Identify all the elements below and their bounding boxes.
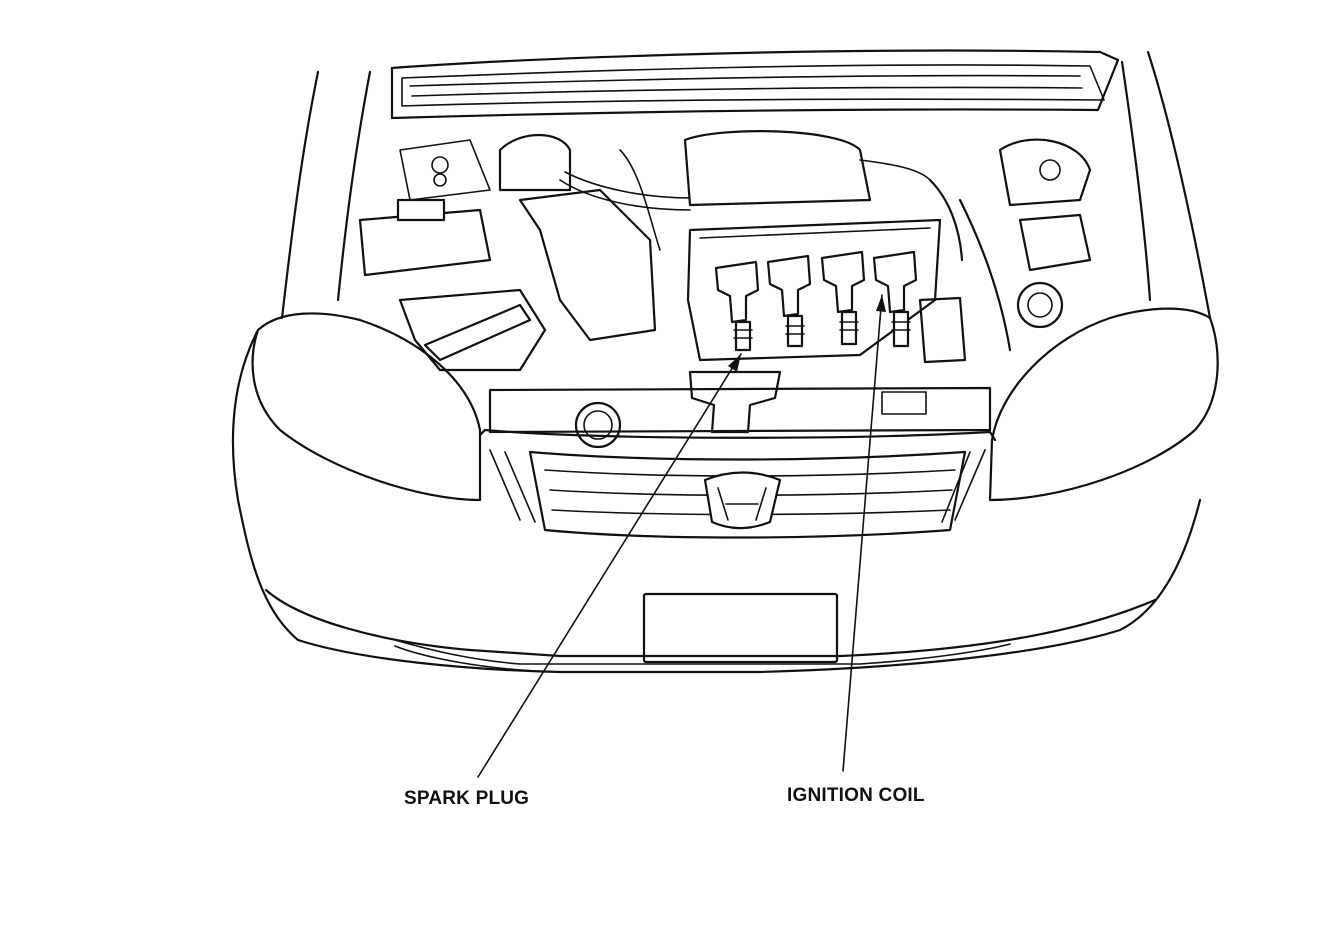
- ignition-coil-arrowhead: [876, 295, 886, 312]
- license-plate: [642, 592, 839, 664]
- hoses: [559, 149, 931, 251]
- raised-hood: [390, 49, 1120, 120]
- left-headlight: [251, 312, 482, 502]
- spark-plug-arrowhead: [728, 354, 741, 372]
- honda-emblem: [703, 471, 782, 530]
- spark-plug-label: SPARK PLUG: [404, 788, 530, 809]
- leader-lines: [477, 294, 886, 778]
- ignition-coil-3: [820, 250, 866, 346]
- ignition-coils: [714, 250, 918, 352]
- battery: [358, 198, 492, 277]
- car-body: [231, 50, 1212, 674]
- ignition-coil-1: [714, 260, 760, 352]
- left-components: [398, 133, 657, 372]
- radiator-support: [488, 370, 992, 449]
- ignition-coil-leader: [842, 294, 883, 772]
- right-headlight: [988, 307, 1219, 502]
- engine-cover: [683, 130, 942, 362]
- right-components: [918, 138, 1092, 364]
- ignition-coil-label: IGNITION COIL: [787, 785, 925, 806]
- ignition-coil-4: [872, 250, 918, 348]
- ignition-coil-2: [766, 254, 812, 348]
- spark-plug-leader: [477, 353, 742, 778]
